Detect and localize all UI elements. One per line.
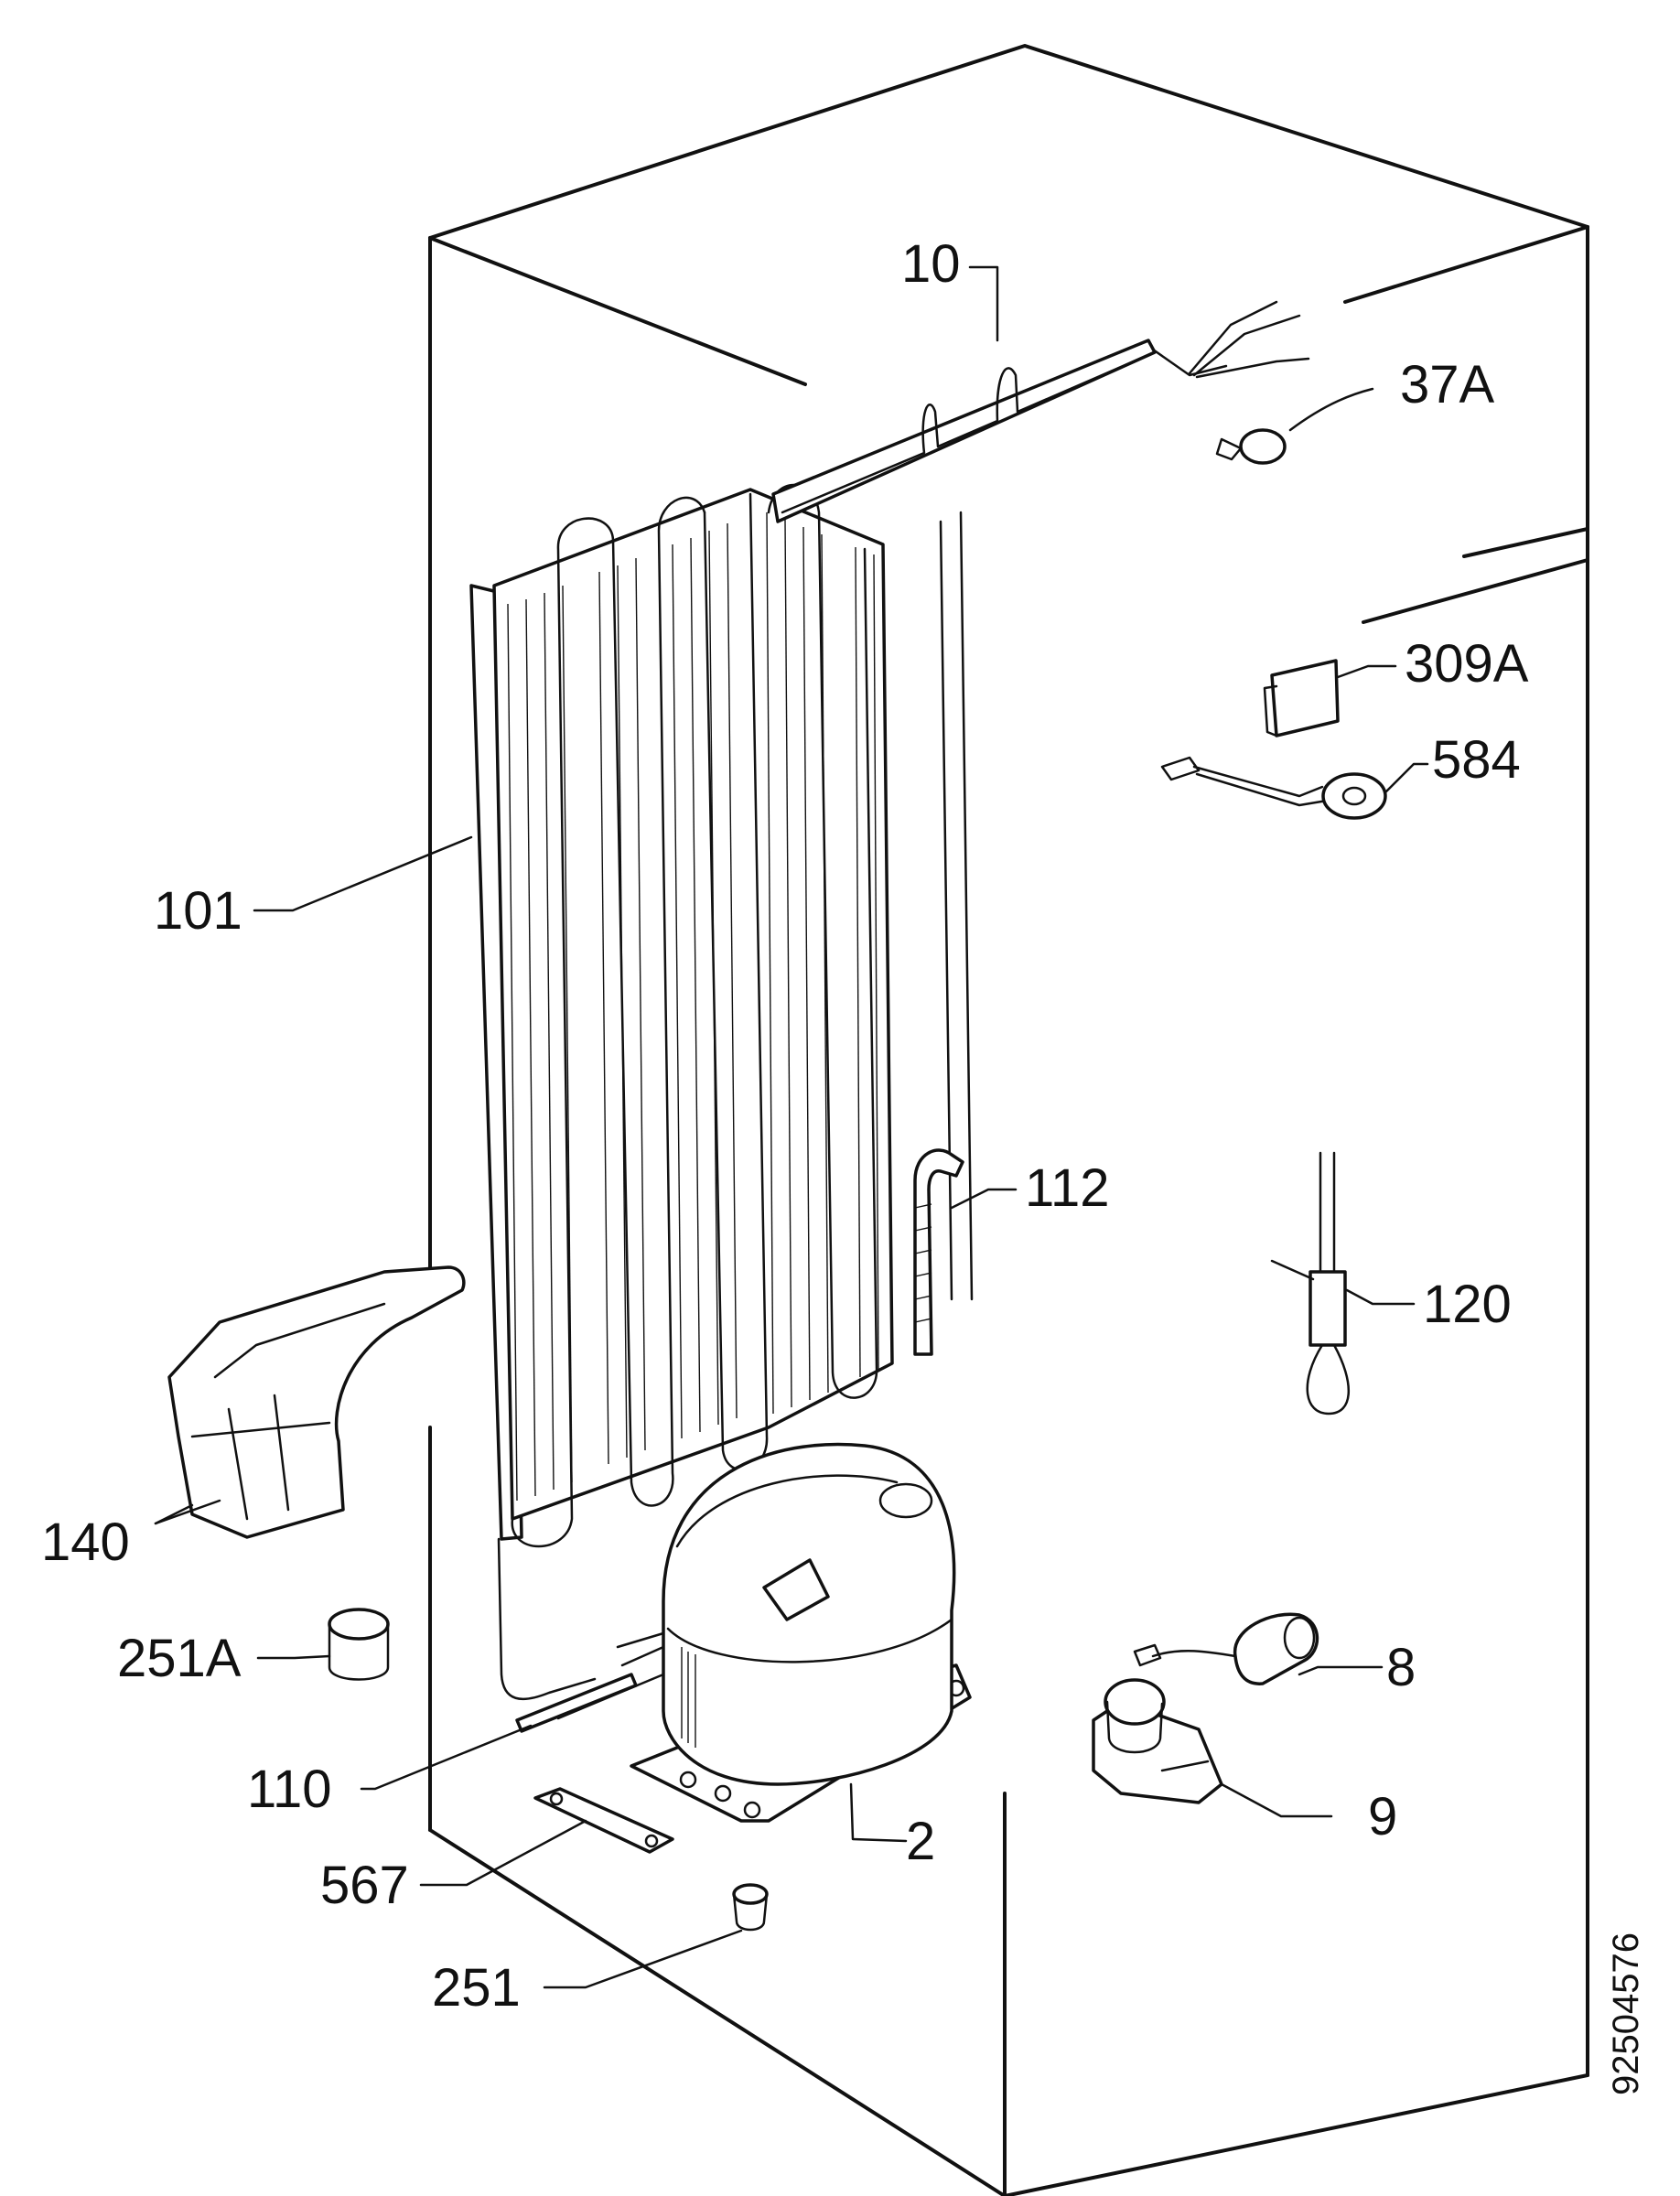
grommet-251a bbox=[256, 1608, 390, 1681]
callout-120: 120 bbox=[1423, 1275, 1512, 1334]
part-120 bbox=[1270, 1151, 1416, 1416]
callout-251: 251 bbox=[432, 1958, 521, 2018]
drain-hose-112 bbox=[913, 511, 1018, 1356]
cabinet-outline bbox=[428, 44, 1589, 2196]
compressor-2 bbox=[556, 1442, 972, 1843]
drier-10 bbox=[771, 265, 1310, 523]
callout-584: 584 bbox=[1432, 730, 1521, 790]
callout-567: 567 bbox=[320, 1856, 409, 1915]
callout-112: 112 bbox=[1025, 1158, 1109, 1218]
relay-8 bbox=[1133, 1612, 1384, 1685]
callout-309a: 309A bbox=[1405, 634, 1529, 694]
grommet-251 bbox=[543, 1883, 769, 1989]
leader-140 bbox=[154, 1499, 221, 1525]
drip-tray-140 bbox=[154, 1265, 466, 1539]
callout-2: 2 bbox=[906, 1812, 935, 1871]
leader-101 bbox=[253, 835, 473, 912]
callout-37a: 37A bbox=[1400, 355, 1495, 414]
callout-labels: 10 37A 309A 584 101 112 120 140 251A 8 9… bbox=[41, 234, 1646, 2095]
drawing-code: 92504576 bbox=[1606, 1932, 1646, 2095]
callout-110: 110 bbox=[247, 1760, 331, 1819]
overload-9 bbox=[1092, 1678, 1333, 1818]
callout-251a: 251A bbox=[117, 1629, 242, 1688]
callout-8: 8 bbox=[1386, 1638, 1416, 1697]
clip-37a bbox=[1215, 387, 1374, 465]
part-309a bbox=[1263, 659, 1397, 737]
callout-10: 10 bbox=[901, 234, 961, 294]
part-584 bbox=[1160, 756, 1429, 820]
callout-101: 101 bbox=[154, 881, 242, 941]
tube-110 bbox=[360, 1673, 638, 1791]
callout-140: 140 bbox=[41, 1512, 130, 1572]
condenser-101 bbox=[469, 483, 894, 1701]
bracket-567 bbox=[419, 1787, 674, 1887]
callout-9: 9 bbox=[1368, 1787, 1397, 1846]
